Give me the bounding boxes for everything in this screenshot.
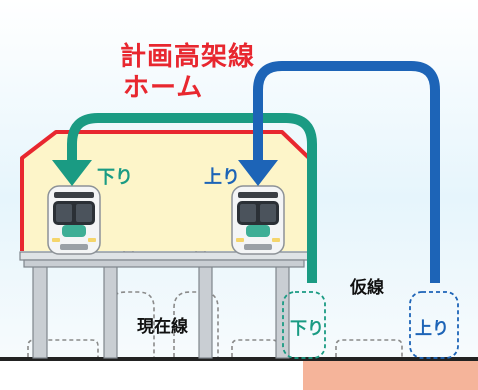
platform-down-label: 下り: [97, 167, 133, 188]
down-arrow-head: [52, 160, 92, 186]
temporary-down-label: 下り: [290, 319, 324, 339]
current-line-label: 現在線: [137, 317, 188, 337]
title-line-2: ホーム: [123, 73, 204, 103]
temporary-up-label: 上り: [415, 319, 449, 339]
ground-marker: [303, 361, 478, 390]
train-up: [231, 185, 285, 255]
current-line-outlines: [27, 291, 403, 357]
temporary-line-label: 仮線: [350, 278, 384, 298]
train-down: [47, 185, 101, 255]
up-track-arrow: [253, 61, 440, 283]
temporary-up-outline: [409, 291, 459, 359]
temporary-down-outline: [282, 291, 326, 359]
platform-up-label: 上り: [204, 167, 240, 188]
ground-line: [0, 357, 478, 361]
down-track-arrow: [67, 113, 317, 283]
up-arrow-head: [238, 160, 278, 186]
title-line-1: 計画高架線: [120, 42, 256, 72]
